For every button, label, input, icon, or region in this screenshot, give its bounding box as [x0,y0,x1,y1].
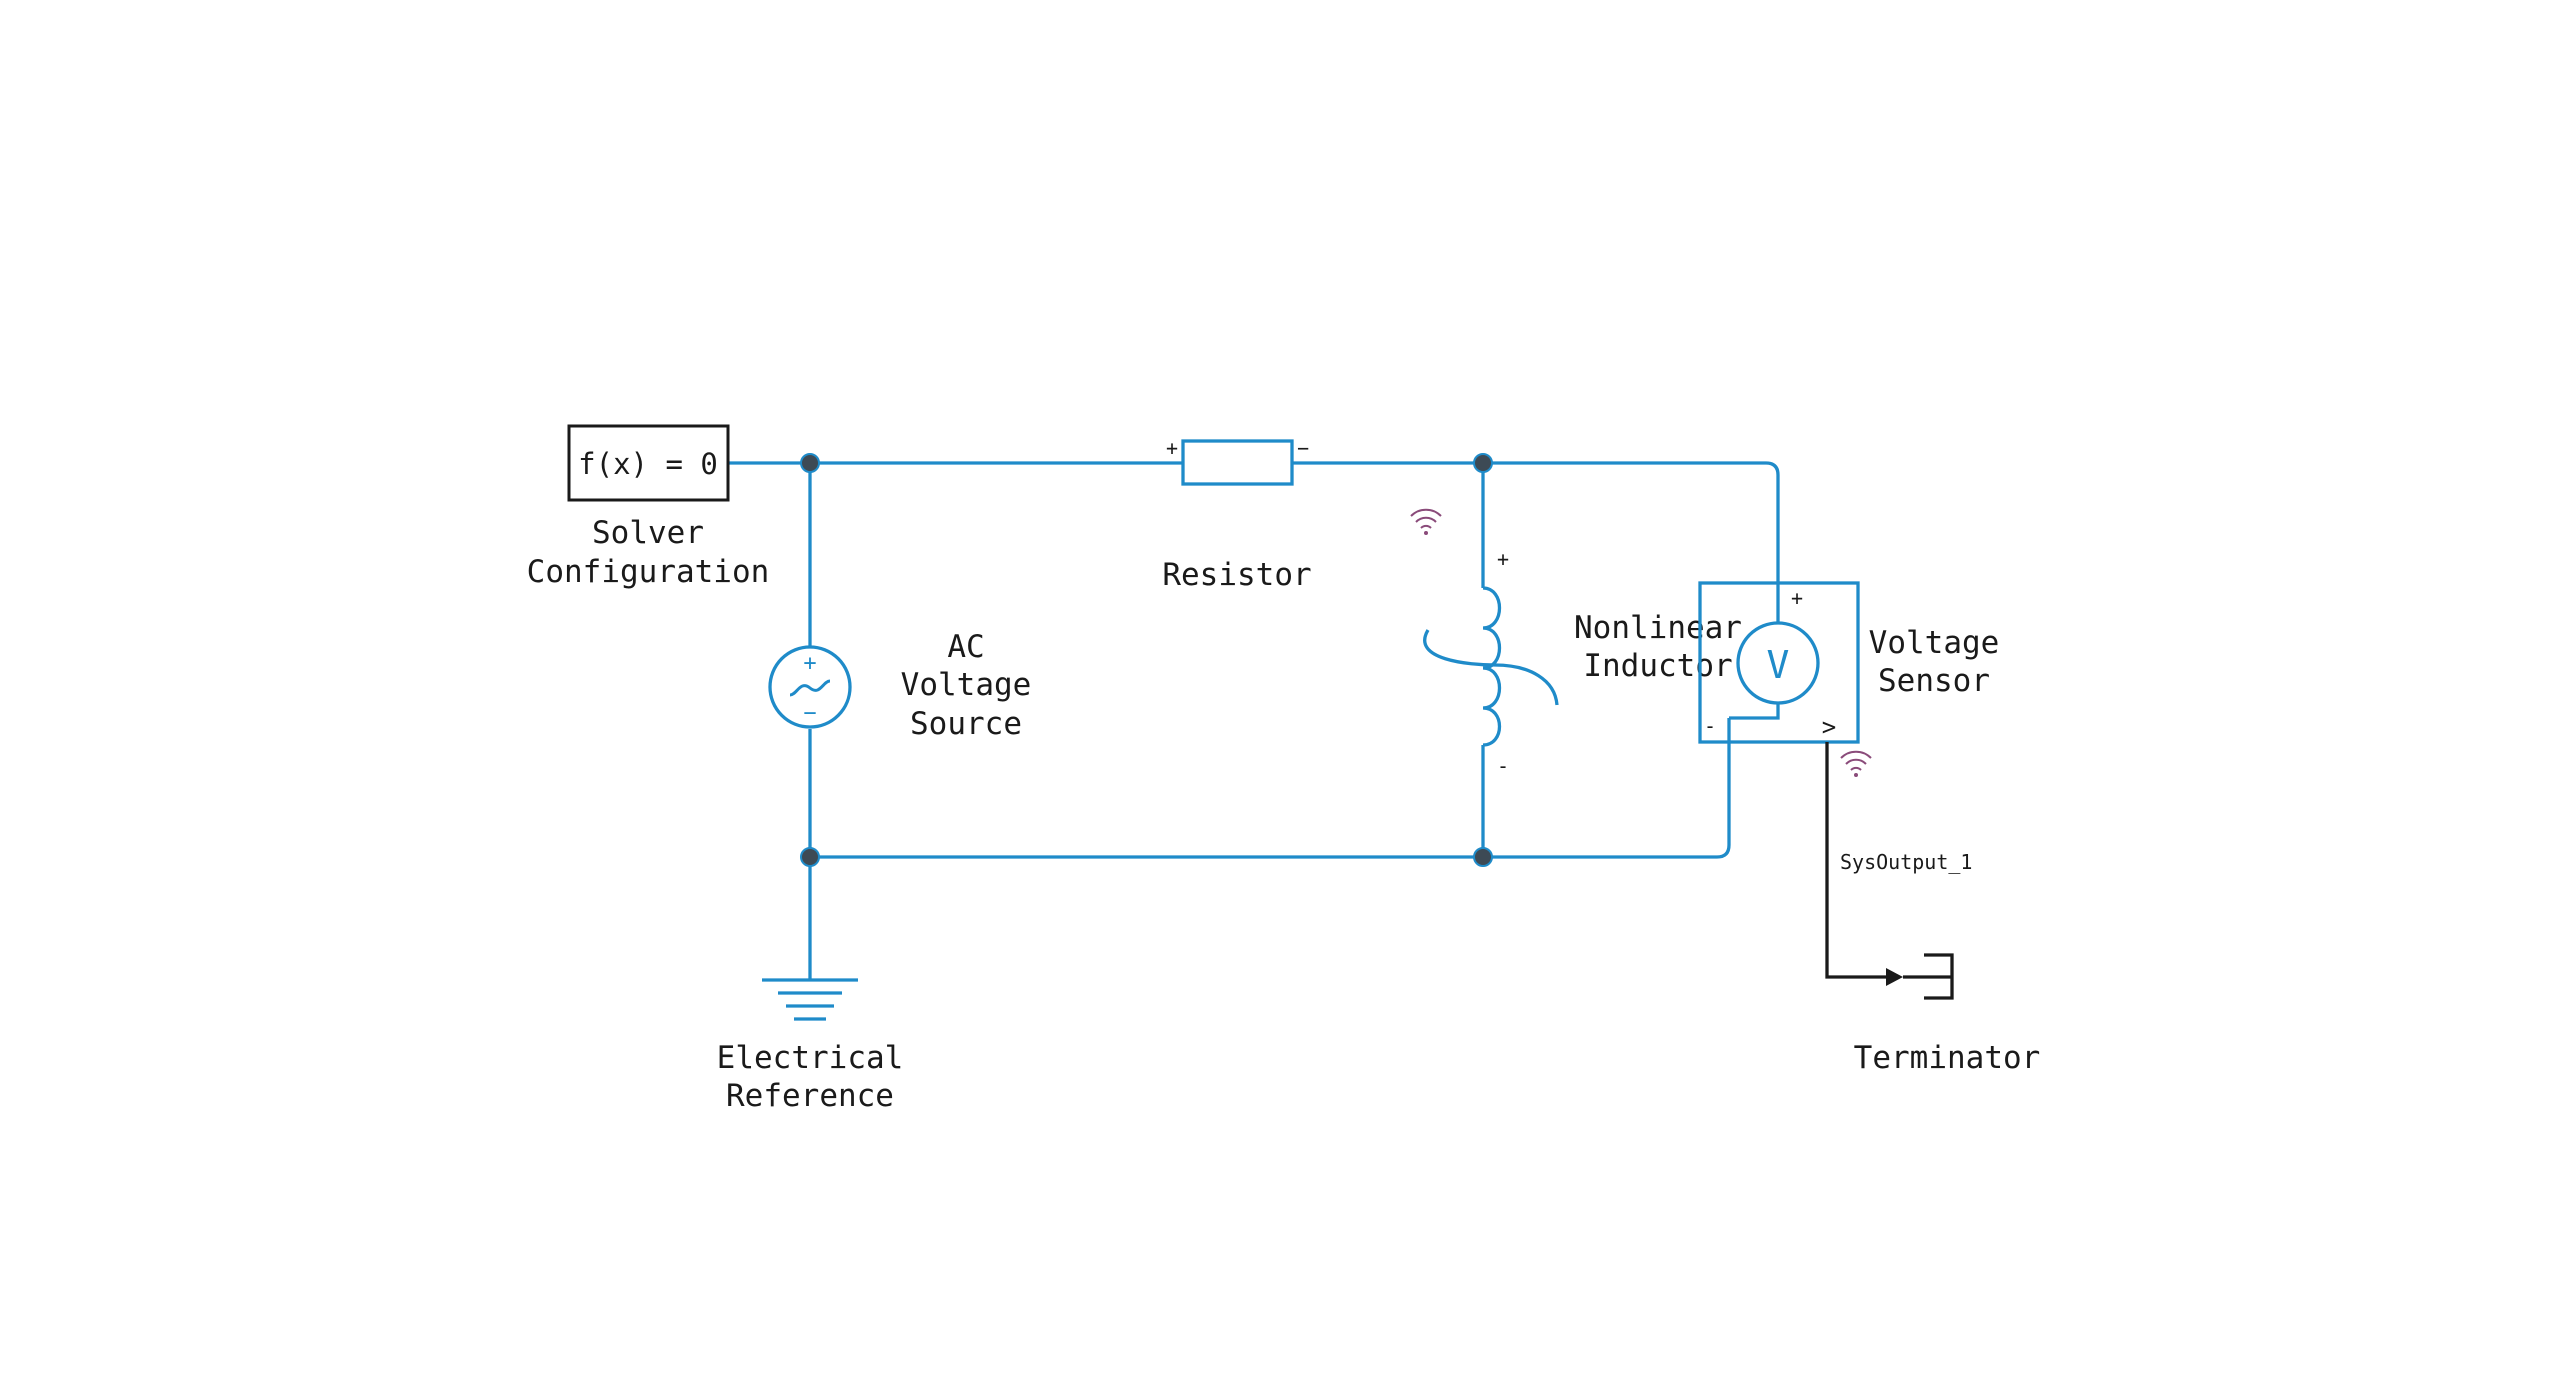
resistor-plus-port: + [1166,436,1178,460]
sensor-plus-port: + [1791,586,1803,610]
terminator-label: Terminator [1854,1040,2041,1076]
logging-icon[interactable] [1840,750,1872,777]
wire-top-to-sensor-plus[interactable] [1483,461,1780,583]
nonlinear-inductor-block[interactable]: + - Nonlinear Inductor [1423,545,1742,778]
solver-block-body[interactable] [567,424,730,502]
solver-label-line2: Configuration [527,554,770,590]
ac-source-plus-port: + [803,651,816,676]
ground-icon[interactable] [762,978,858,1021]
junction-dot-bottom-right [1473,847,1493,867]
resistor-body[interactable] [1181,439,1294,486]
solver-block-text: f(x) = 0 [578,447,718,481]
sensor-minus-port: - [1704,714,1716,738]
signal-arrowhead [1886,968,1903,986]
electrical-reference-block[interactable]: Electrical Reference [717,978,904,1114]
resistor-block[interactable]: + − Resistor [1162,436,1311,593]
junction-dot-bottom-left [800,847,820,867]
solver-label-line1: Solver [592,515,704,551]
signal-name-label[interactable]: SysOutput_1 [1840,850,1972,874]
ground-label-line2: Reference [726,1078,894,1114]
solver-configuration-block[interactable]: f(x) = 0 Solver Configuration [527,424,770,590]
physical-connections [728,461,1780,980]
ground-label-line1: Electrical [717,1040,904,1076]
resistor-label: Resistor [1162,557,1311,593]
inductor-label-line2: Inductor [1583,648,1732,684]
sensor-internal-minus-lead [1729,703,1780,720]
ac-source-label-line2: Voltage [901,667,1032,703]
signal-line[interactable] [1825,742,1888,979]
ac-source-minus-port: − [803,701,816,726]
terminator-block[interactable]: Terminator [1854,953,2041,1076]
junctions [800,453,1493,867]
inductor-coil-icon[interactable] [1482,586,1502,747]
inductor-minus-port: - [1497,754,1509,778]
sensor-output-port: > [1822,713,1836,741]
inductor-core-curve [1423,629,1559,706]
sensor-label-line1: Voltage [1869,625,2000,661]
sensor-label-line2: Sensor [1878,663,1990,699]
resistor-minus-port: − [1297,436,1309,460]
signal-line-sysoutput[interactable]: SysOutput_1 [1825,742,1972,986]
terminator-icon[interactable] [1903,953,1954,1000]
inductor-label-line1: Nonlinear [1574,610,1742,646]
inductor-plus-port: + [1497,547,1509,571]
logging-icon[interactable] [1410,508,1442,535]
sine-wave-icon [789,679,831,697]
ac-source-label-line1: AC [947,629,984,665]
voltmeter-symbol: V [1767,643,1790,687]
junction-dot-top-left [800,453,820,473]
ac-source-label-line3: Source [910,706,1022,742]
ac-voltage-source-block[interactable]: + − AC Voltage Source [768,629,1032,742]
voltage-sensor-block[interactable]: V + - > Voltage Sensor [1698,581,2000,744]
junction-dot-top-right [1473,453,1493,473]
wire-bottom-to-sensor-minus[interactable] [1483,718,1731,859]
